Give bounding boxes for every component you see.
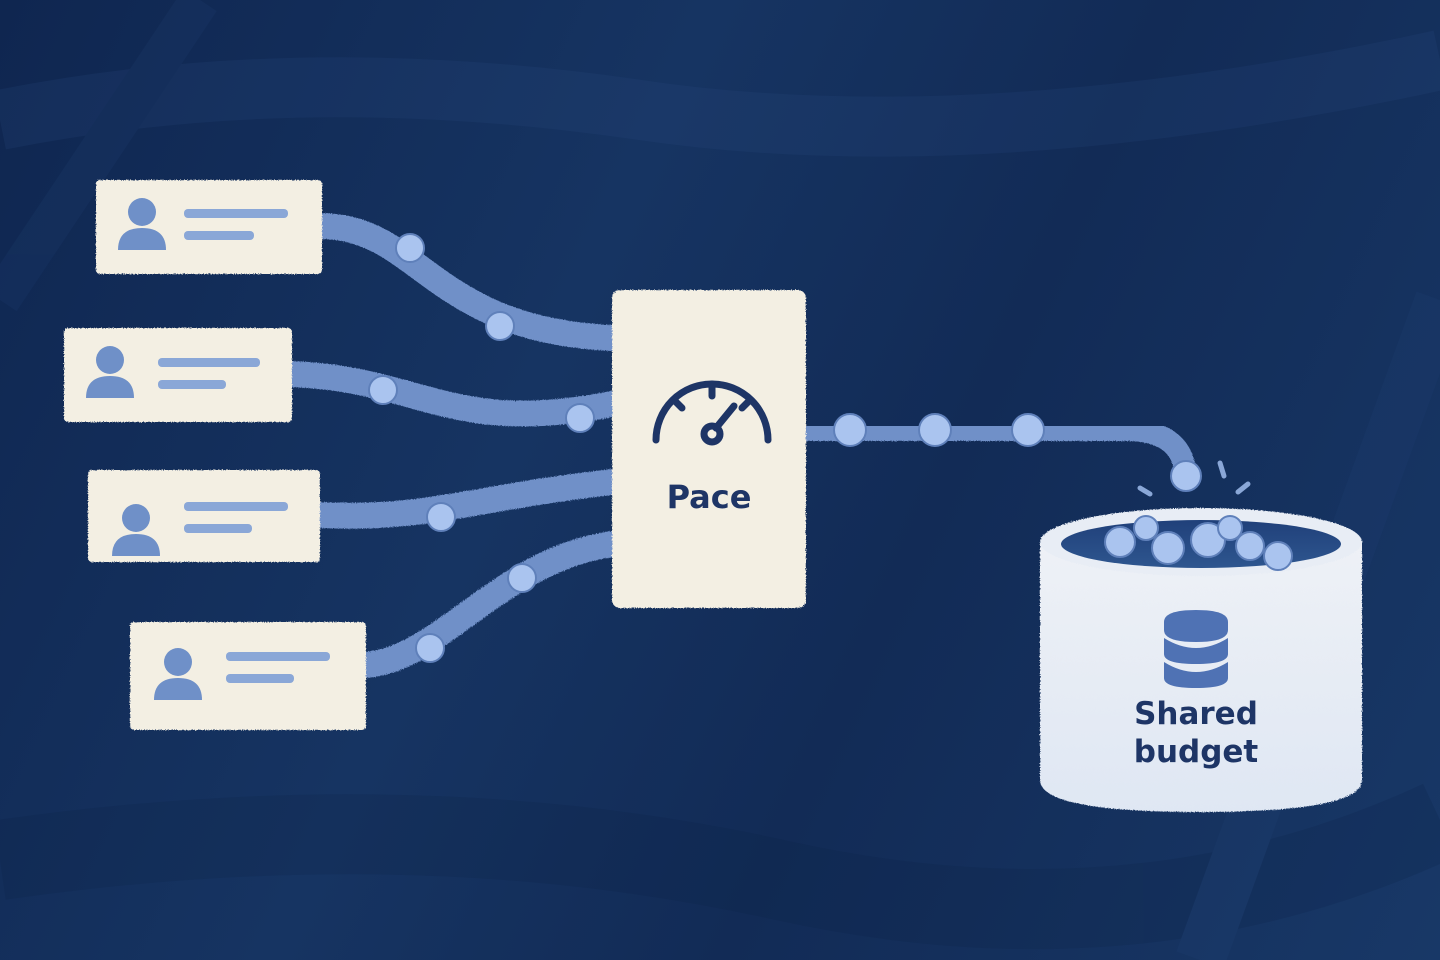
source-card-2 [64,328,292,422]
token [485,311,515,341]
token [395,233,425,263]
token [426,502,456,532]
stream-2 [277,361,625,427]
text-line [184,231,254,240]
incoming-tokens [368,233,595,663]
outgoing-tokens [833,413,1202,492]
source-card-3 [88,470,320,562]
token [1217,515,1243,541]
splash-marks [1137,460,1251,497]
source-card-1 [96,180,322,274]
token [368,375,398,405]
pooled-tokens [1104,515,1293,571]
token [1235,531,1265,561]
token [565,403,595,433]
budget-label-line2: budget [1134,734,1259,770]
token [918,413,952,447]
token [1011,413,1045,447]
database-stack-icon [1164,610,1228,688]
text-line [184,502,288,511]
text-line [226,652,330,661]
token [833,413,867,447]
source-card-4 [130,622,366,730]
user-icon [86,346,134,398]
token [1263,541,1293,571]
incoming-streams [277,213,625,678]
stream-3 [307,469,625,529]
pace-node: Pace [612,290,806,608]
pace-label: Pace [667,478,752,516]
stream-1 [307,213,625,351]
text-line [158,358,260,367]
budget-label-line1: Shared [1134,696,1258,732]
text-line [184,524,252,533]
budget-bucket: Shared budget [1040,508,1362,812]
user-icon [112,504,160,556]
user-icon [118,198,166,250]
token [1104,526,1136,558]
stream-4 [352,531,625,678]
text-line [226,674,294,683]
token [415,633,445,663]
user-icon [154,648,202,700]
token [1151,531,1185,565]
token [1133,515,1159,541]
speedometer-icon [652,380,772,446]
text-line [158,380,226,389]
token [507,563,537,593]
token [1170,460,1202,492]
text-line [184,209,288,218]
